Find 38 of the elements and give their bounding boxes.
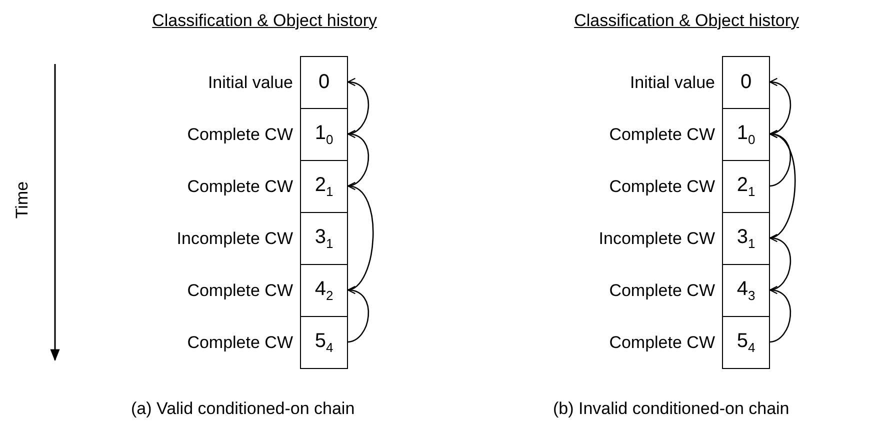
axis-label: Time [12, 181, 33, 219]
arrow [768, 132, 796, 239]
arrow [346, 286, 369, 343]
cell-value: 3$_{1}$ [314, 226, 334, 251]
cell-value: 2$_{1}$ [314, 174, 334, 199]
cell-value: 1$_{0}$ [314, 122, 334, 147]
row-label: Complete CW [609, 332, 715, 352]
arrow [768, 234, 791, 291]
row-label: Complete CW [187, 280, 293, 300]
panel-label: (b) Invalid conditioned-on chain [553, 399, 790, 419]
arrow [768, 130, 791, 187]
row-label: Initial value [208, 72, 293, 92]
arrow [346, 130, 369, 187]
row-label: Complete CW [187, 332, 293, 352]
cell-value: 0 [740, 71, 752, 94]
column-heading: Classification & Object history [574, 11, 799, 31]
row-label: Incomplete CW [598, 228, 715, 248]
arrow [346, 184, 374, 291]
row-label: Complete CW [187, 176, 293, 196]
row-label: Complete CW [609, 124, 715, 144]
arrow [768, 78, 791, 135]
cell-value: 5$_{4}$ [314, 330, 334, 355]
cell-value: 5$_{4}$ [736, 330, 756, 355]
row-label: Incomplete CW [176, 228, 293, 248]
row-label: Complete CW [609, 280, 715, 300]
row-label: Complete CW [609, 176, 715, 196]
cell-value: 3$_{1}$ [736, 226, 756, 251]
cell-value: 2$_{1}$ [736, 174, 756, 199]
arrow [346, 78, 369, 135]
cell-value: 0 [318, 71, 330, 94]
panel-label: (a) Valid conditioned-on chain [131, 399, 355, 419]
row-label: Initial value [630, 72, 715, 92]
arrow [768, 286, 791, 343]
cell-value: 4$_{2}$ [314, 278, 334, 303]
column-heading: Classification & Object history [152, 11, 377, 31]
cell-value: 4$_{3}$ [736, 278, 756, 303]
cell-value: 1$_{0}$ [736, 122, 756, 147]
row-label: Complete CW [187, 124, 293, 144]
